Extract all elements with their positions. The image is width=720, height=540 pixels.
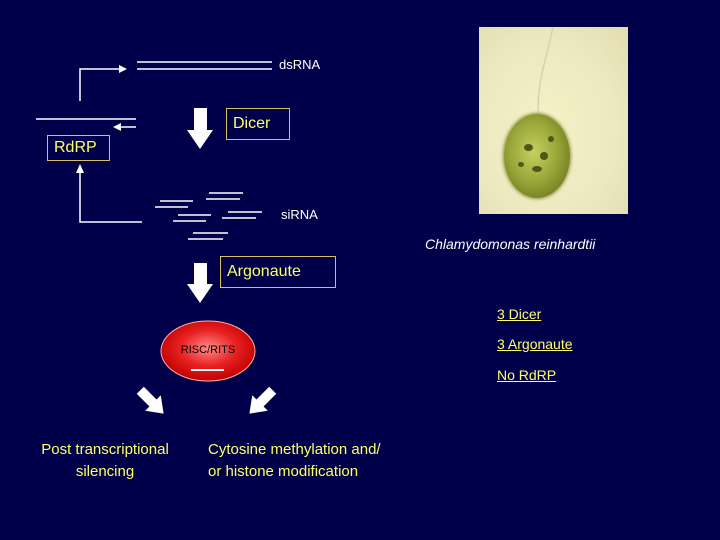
dicer-box: Dicer bbox=[226, 108, 290, 140]
dicer-down-arrow bbox=[187, 108, 213, 149]
sirna-label: siRNA bbox=[281, 207, 318, 222]
chlamydomonas-micrograph bbox=[479, 27, 628, 214]
cell-organelle bbox=[540, 152, 548, 160]
rdrp-to-dsrna-arrowhead bbox=[119, 65, 127, 73]
sirna-fragments bbox=[155, 192, 262, 240]
rdrp-new-strand-arrowhead bbox=[113, 123, 121, 131]
tgs-arrow bbox=[249, 386, 277, 414]
dicer-label: Dicer bbox=[233, 115, 271, 132]
argonaute-box: Argonaute bbox=[220, 256, 336, 288]
cell-organelle bbox=[532, 166, 542, 172]
rdrp-box: RdRP bbox=[47, 135, 110, 161]
dsrna-label: dsRNA bbox=[279, 57, 321, 72]
rdrp-label: RdRP bbox=[54, 139, 97, 156]
dicer-count-link[interactable]: 3 Dicer bbox=[497, 306, 542, 322]
argonaute-count-link[interactable]: 3 Argonaute bbox=[497, 336, 573, 352]
rdrp-count-link[interactable]: No RdRP bbox=[497, 367, 557, 383]
tgs-outcome-line2: or histone modification bbox=[208, 463, 359, 480]
argonaute-label: Argonaute bbox=[227, 263, 301, 280]
algal-cell bbox=[504, 114, 570, 198]
species-caption: Chlamydomonas reinhardtii bbox=[425, 236, 596, 252]
risc-label: RISC/RITS bbox=[180, 344, 236, 356]
sirna-to-rdrp-connector bbox=[79, 172, 142, 223]
cell-organelle bbox=[524, 144, 533, 151]
ptgs-outcome: Post transcriptional silencing bbox=[30, 439, 180, 483]
risc-complex bbox=[160, 320, 256, 382]
ptgs-arrow bbox=[136, 386, 164, 414]
ptgs-outcome-line1: Post transcriptional bbox=[41, 441, 169, 458]
cell-organelle bbox=[548, 136, 554, 142]
tgs-outcome: Cytosine methylation and/ or histone mod… bbox=[208, 439, 381, 483]
flagellum bbox=[537, 27, 554, 120]
ptgs-outcome-line2: silencing bbox=[75, 463, 135, 480]
cell-organelle bbox=[518, 162, 524, 167]
rdrp-to-dsrna-connector bbox=[79, 68, 122, 101]
tgs-outcome-line1: Cytosine methylation and/ bbox=[208, 441, 381, 458]
sirna-to-rdrp-arrowhead bbox=[76, 164, 84, 173]
argonaute-down-arrow bbox=[187, 263, 213, 303]
